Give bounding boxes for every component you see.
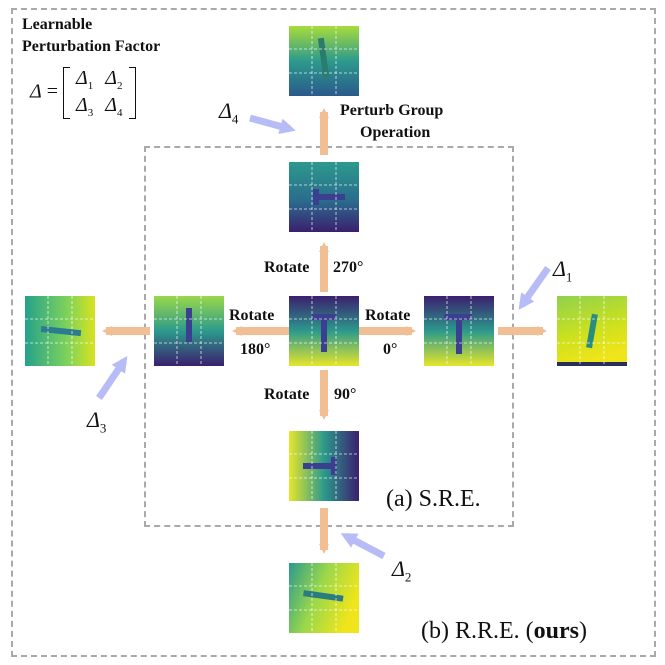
tile-rotate-180 [154,296,224,366]
learnable-title-line1: Learnable [22,16,93,33]
rotate-right-label: Rotate [365,307,411,324]
sre-caption: (a) S.R.E. [386,486,481,512]
tile-perturbed-left [25,296,95,366]
tile-rotate-270 [289,162,359,232]
delta-3-label: Δ3 [87,407,107,436]
perturbation-matrix: Δ = Δ1 Δ2 Δ3 Δ4 [30,66,136,120]
deg-270-label: 270° [333,259,364,276]
deg-0-label: 0° [383,341,398,358]
tile-rotate-90 [289,431,359,501]
perturb-label-line2: Operation [360,124,431,141]
tile-perturbed-top [289,26,359,96]
rotate-up-label: Rotate [264,259,310,276]
deg-90-label: 90° [334,386,357,403]
rotate-left-label: Rotate [229,307,275,324]
delta-2-label: Δ2 [392,556,412,585]
tile-perturbed-bottom [289,563,359,633]
tile-original [289,296,359,366]
sre-inner-frame [144,146,514,527]
learnable-title-line2: Perturbation Factor [22,38,161,55]
delta-1-label: Δ1 [553,256,573,285]
matrix-delta-symbol: Δ [30,80,42,103]
delta-arrow-3 [96,356,128,400]
rre-outer-frame [11,8,656,657]
tile-perturbed-right [557,296,627,366]
matrix-right-bracket [128,67,136,119]
delta-arrow-4 [249,114,296,135]
matrix-entry-2: Δ2 [105,67,123,92]
rre-caption: (b) R.R.E. (ours) [421,618,587,644]
matrix-entry-3: Δ3 [76,94,94,119]
matrix-left-bracket [63,67,71,119]
delta-arrow-2 [340,532,386,560]
matrix-entry-4: Δ4 [105,94,123,119]
matrix-entries: Δ1 Δ2 Δ3 Δ4 [70,66,129,120]
deg-180-label: 180° [240,341,271,358]
rotate-down-label: Rotate [264,386,310,403]
matrix-equals: = [46,80,59,103]
delta-arrow-1 [518,265,551,310]
delta-4-label: Δ4 [219,98,239,127]
perturb-label-line1: Perturb Group [340,102,444,119]
tile-rotate-0 [424,296,494,366]
matrix-entry-1: Δ1 [76,67,94,92]
